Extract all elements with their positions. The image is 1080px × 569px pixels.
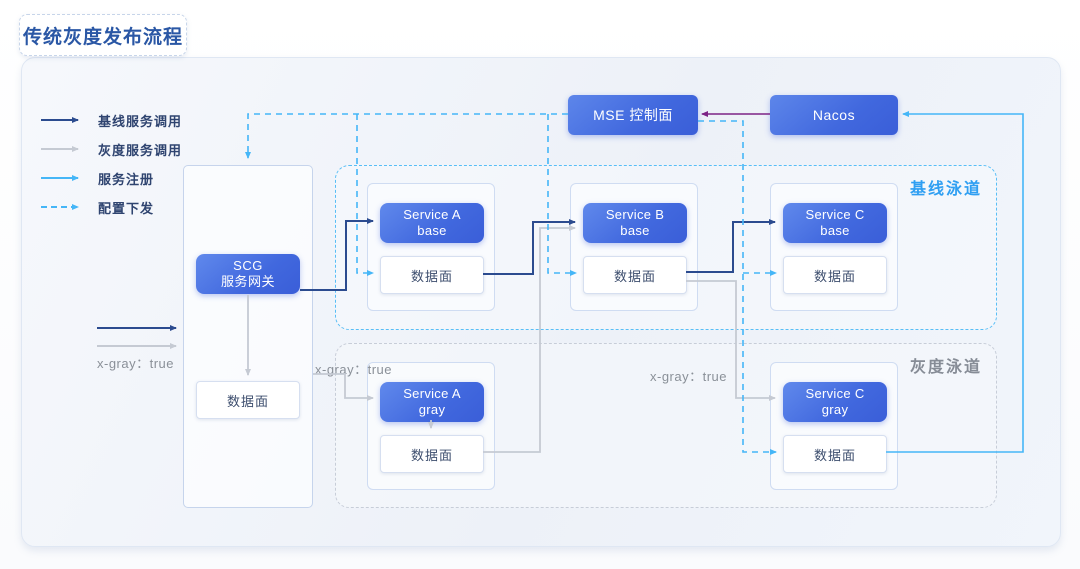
service-a-gray-box: Service A gray <box>380 382 484 422</box>
service-b-base-line2: base <box>620 223 650 238</box>
service-a-gray-dataplane-label: 数据面 <box>410 447 453 463</box>
xgray-annotation-left: x-gray：true <box>97 356 175 371</box>
gray-swimlane-label: 灰度泳道 <box>909 359 982 376</box>
legend-item-gray-call: 灰度服务调用 <box>40 140 182 158</box>
service-b-base-dataplane-label: 数据面 <box>613 268 656 284</box>
service-c-base-dataplane: 数据面 <box>783 256 887 294</box>
service-c-base-card: Service C base 数据面 <box>770 183 898 311</box>
service-a-gray-line1: Service A <box>403 385 461 401</box>
service-a-base-dataplane-label: 数据面 <box>410 268 453 284</box>
service-a-base-dataplane: 数据面 <box>380 256 484 294</box>
service-a-gray-line2: gray <box>418 402 446 417</box>
mse-control-plane-box: MSE 控制面 <box>568 95 698 135</box>
xgray-annotation-right: x-gray：true <box>650 369 728 384</box>
service-b-base-card: Service B base 数据面 <box>570 183 698 311</box>
diagram-title-box: 传统灰度发布流程 <box>19 14 187 56</box>
legend-label-config-push: 配置下发 <box>98 200 155 216</box>
xgray-annotation-mid: x-gray：true <box>315 362 393 377</box>
scg-gateway-container <box>183 165 313 508</box>
service-c-base-line1: Service C <box>805 206 865 222</box>
legend-item-config-push: 配置下发 <box>40 198 154 216</box>
service-c-base-box: Service C base <box>783 203 887 243</box>
service-a-base-line2: base <box>417 223 447 238</box>
gray-call-arrow-icon <box>41 146 79 152</box>
legend-item-registry: 服务注册 <box>40 169 154 187</box>
service-b-base-dataplane: 数据面 <box>583 256 687 294</box>
legend-label-base-call: 基线服务调用 <box>98 113 183 129</box>
scg-gateway-name-line1: SCG <box>233 257 263 273</box>
service-c-gray-dataplane: 数据面 <box>783 435 887 473</box>
scg-gateway-box: SCG 服务网关 <box>196 254 300 294</box>
service-c-gray-line2: gray <box>821 402 849 417</box>
legend-label-gray-call: 灰度服务调用 <box>98 142 183 158</box>
service-c-gray-dataplane-label: 数据面 <box>813 447 856 463</box>
baseline-swimlane-label: 基线泳道 <box>909 181 982 198</box>
registry-arrow-icon <box>41 175 79 181</box>
nacos-label: Nacos <box>812 107 856 123</box>
scg-gateway-name-line2: 服务网关 <box>220 274 275 289</box>
service-c-gray-card: Service C gray 数据面 <box>770 362 898 490</box>
service-b-base-line1: Service B <box>605 206 665 222</box>
base-call-arrow-icon <box>41 117 79 123</box>
service-b-base-box: Service B base <box>583 203 687 243</box>
service-c-base-dataplane-label: 数据面 <box>813 268 856 284</box>
nacos-box: Nacos <box>770 95 898 135</box>
service-c-gray-line1: Service C <box>805 385 865 401</box>
service-c-base-line2: base <box>820 223 850 238</box>
service-a-base-box: Service A base <box>380 203 484 243</box>
service-a-base-line1: Service A <box>403 206 461 222</box>
config-push-arrow-icon <box>41 204 79 210</box>
legend-item-base-call: 基线服务调用 <box>40 111 182 129</box>
service-a-gray-card: Service A gray 数据面 <box>367 362 495 490</box>
scg-dataplane-box: 数据面 <box>196 381 300 419</box>
scg-dataplane-label: 数据面 <box>226 393 269 409</box>
mse-label: MSE 控制面 <box>593 107 673 123</box>
service-c-gray-box: Service C gray <box>783 382 887 422</box>
service-a-base-card: Service A base 数据面 <box>367 183 495 311</box>
page-title: 传统灰度发布流程 <box>22 26 183 48</box>
legend-label-registry: 服务注册 <box>98 171 155 187</box>
service-a-gray-dataplane: 数据面 <box>380 435 484 473</box>
